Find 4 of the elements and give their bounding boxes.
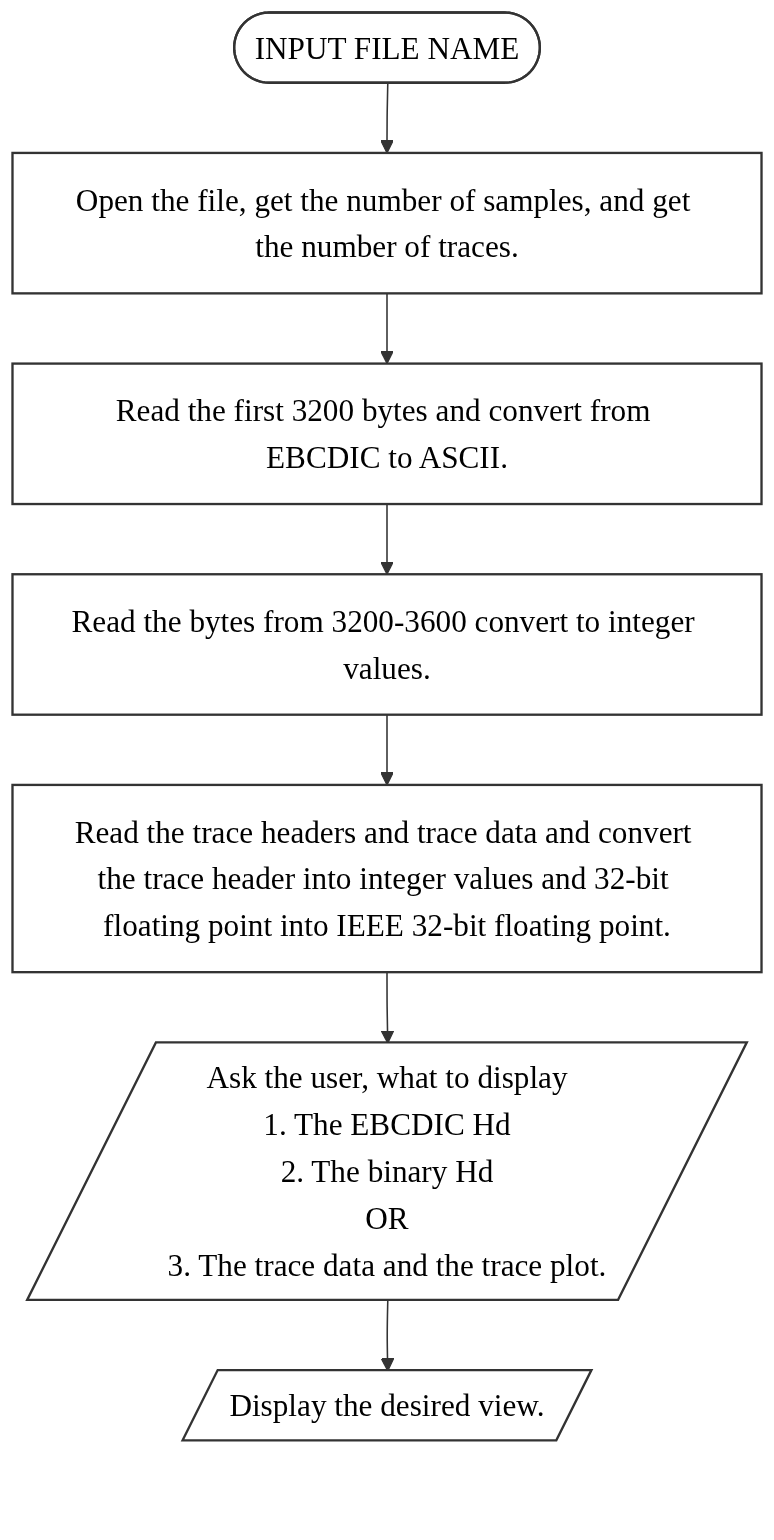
node-box: Open the file, get the number of samples, and get the number of traces. <box>11 151 763 295</box>
node-box: Read the trace headers and trace data and convert the trace header into integer values and 32-bit floating point into IEEE 32-bit floating point. <box>11 783 763 974</box>
node-box: Read the bytes from 3200-3600 convert to integer values. <box>11 573 763 716</box>
node-box: Read the first 3200 bytes and convert from EBCDIC to ASCII. <box>11 362 763 506</box>
